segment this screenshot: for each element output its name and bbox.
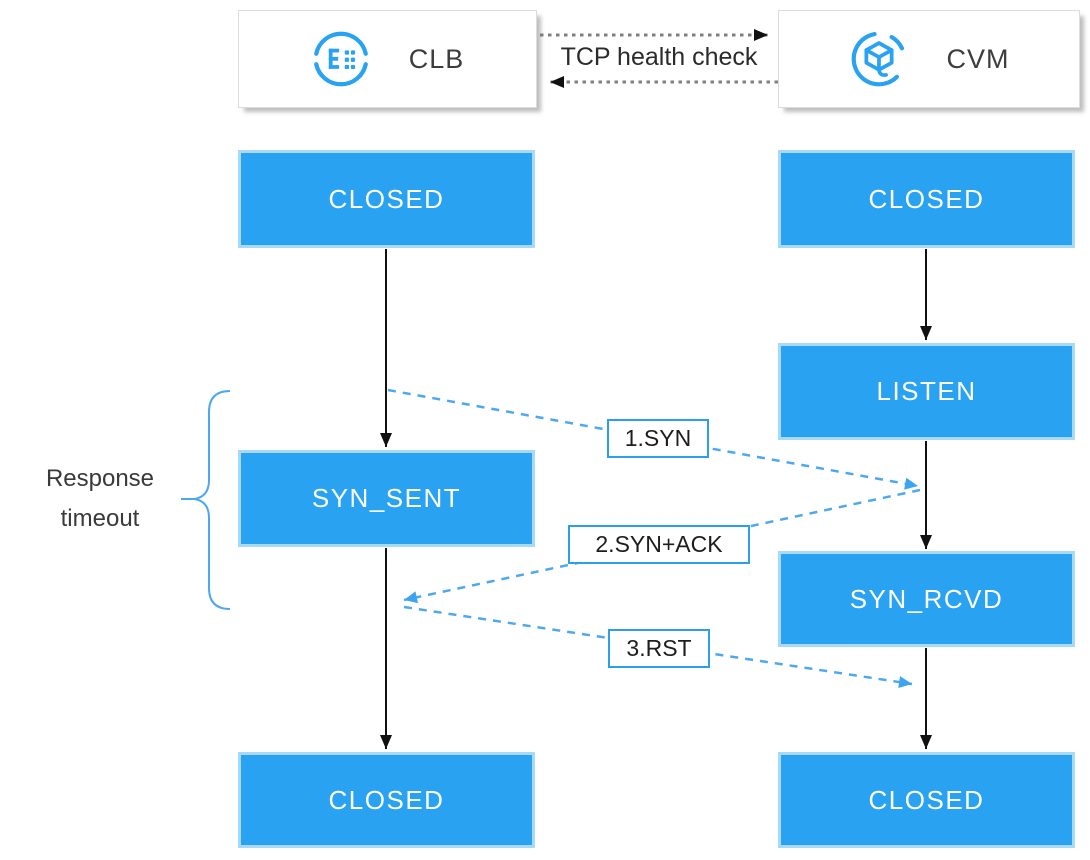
health-check-arrows	[540, 29, 778, 88]
clb-load-balancer-icon	[313, 31, 368, 87]
state-box-cvm-listen: LISTEN	[778, 343, 1075, 440]
state-box-cvm-closed-start: CLOSED	[778, 150, 1075, 248]
message-label-rst: 3.RST	[608, 629, 710, 668]
state-transition-arrows	[380, 249, 932, 749]
cvm-server-icon	[851, 31, 904, 87]
message-label-syn: 1.SYN	[607, 419, 709, 458]
synack-packet-arrow	[403, 488, 921, 604]
response-timeout-note: Response timeout	[45, 465, 155, 532]
response-timeout-brace	[181, 390, 231, 610]
message-label-syn-ack: 2.SYN+ACK	[568, 525, 750, 564]
state-box-clb-closed-start: CLOSED	[238, 150, 535, 248]
clb-label: CLB	[408, 43, 465, 74]
clb-header-card: CLB	[238, 10, 537, 108]
tcp-health-check-label: TCP health check	[560, 43, 758, 71]
state-box-cvm-closed-end: CLOSED	[778, 752, 1075, 848]
state-box-clb-syn-sent: SYN_SENT	[238, 450, 535, 547]
cvm-label: CVM	[946, 43, 1010, 74]
cvm-header-card: CVM	[778, 10, 1080, 108]
state-box-clb-closed-end: CLOSED	[238, 752, 535, 848]
state-box-cvm-syn-rcvd: SYN_RCVD	[778, 551, 1075, 647]
